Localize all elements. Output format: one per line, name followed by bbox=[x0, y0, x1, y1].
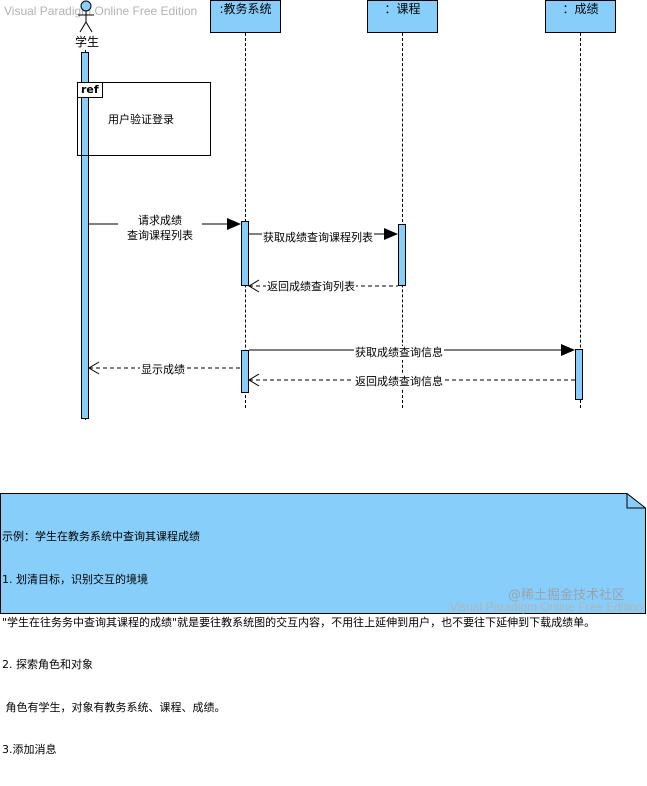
message-arrowhead-get-course-list bbox=[384, 228, 398, 240]
activation-jiaowu-1 bbox=[241, 221, 249, 286]
note-shape bbox=[0, 493, 646, 614]
ref-tag: ref bbox=[78, 83, 103, 98]
actor-stick-figure-icon bbox=[78, 0, 94, 33]
lifeline-dash-chengji bbox=[580, 33, 581, 408]
message-label-get-course-list: 获取成绩查询课程列表 bbox=[262, 231, 374, 245]
note-line: 1. 划清目标，识别交互的境境 bbox=[2, 573, 148, 587]
lifeline-dash-kecheng bbox=[402, 33, 403, 408]
note-line: 角色有学生，对象有教务系统、课程、成绩。 bbox=[2, 700, 226, 714]
lifeline-head-chengji[interactable]: ：成绩 bbox=[545, 0, 616, 33]
lifeline-dash-jiaowu bbox=[245, 33, 246, 408]
lifeline-label-jiaowu: :教务系统 bbox=[219, 2, 272, 16]
message-arrowhead-request bbox=[227, 218, 241, 230]
message-arrows bbox=[88, 218, 575, 387]
lifeline-label-chengji: ：成绩 bbox=[562, 2, 599, 16]
actor-activation-bar bbox=[81, 52, 89, 419]
message-arrowhead-get-info bbox=[561, 344, 575, 356]
note-line: 示例：学生在教务系统中查询其课程成绩 bbox=[2, 530, 200, 544]
ref-text: 用户验证登录 bbox=[108, 113, 174, 126]
message-label-return-info: 返回成绩查询信息 bbox=[354, 375, 444, 389]
note-text: 示例：学生在教务系统中查询其课程成绩 1. 划清目标，识别交互的境境 "学生在往… bbox=[2, 502, 595, 786]
activation-chengji bbox=[575, 349, 583, 400]
message-arrowhead-show-grade bbox=[88, 361, 100, 375]
ref-frame[interactable]: ref 用户验证登录 bbox=[77, 82, 211, 156]
lifeline-label-kecheng: ：课程 bbox=[384, 2, 421, 16]
message-arrowhead-return-info bbox=[248, 373, 260, 387]
note-line: "学生在往务务中查询其课程的成绩"就是要往教系统图的交互内容，不用往上延伸到用户… bbox=[2, 615, 596, 629]
juejin-watermark: @稀土掘金技术社区 bbox=[508, 588, 626, 603]
lifeline-head-jiaowu[interactable]: :教务系统 bbox=[210, 0, 281, 33]
message-label-request-line2: 查询课程列表 bbox=[118, 229, 202, 243]
watermark-bottom: Visual Paradigm Online Free Edition bbox=[449, 600, 643, 614]
message-label-request-line1: 请求成绩 bbox=[118, 214, 202, 228]
message-label-return-list: 返回成绩查询列表 bbox=[266, 280, 356, 294]
message-label-show-grade: 显示成绩 bbox=[140, 363, 186, 377]
activation-jiaowu-2 bbox=[241, 350, 249, 393]
message-label-get-info: 获取成绩查询信息 bbox=[354, 346, 444, 360]
note-box[interactable]: 示例：学生在教务系统中查询其课程成绩 1. 划清目标，识别交互的境境 "学生在往… bbox=[0, 493, 646, 756]
actor-label: 学生 bbox=[74, 35, 99, 49]
lifeline-head-kecheng[interactable]: ：课程 bbox=[367, 0, 438, 33]
note-line: 2. 探索角色和对象 bbox=[2, 658, 93, 672]
note-line: 3.添加消息 bbox=[2, 743, 57, 757]
watermark-top: Visual Paradigm Online Free Edition bbox=[4, 4, 198, 18]
activation-kecheng bbox=[398, 224, 406, 286]
message-arrowhead-return-list bbox=[248, 279, 260, 293]
